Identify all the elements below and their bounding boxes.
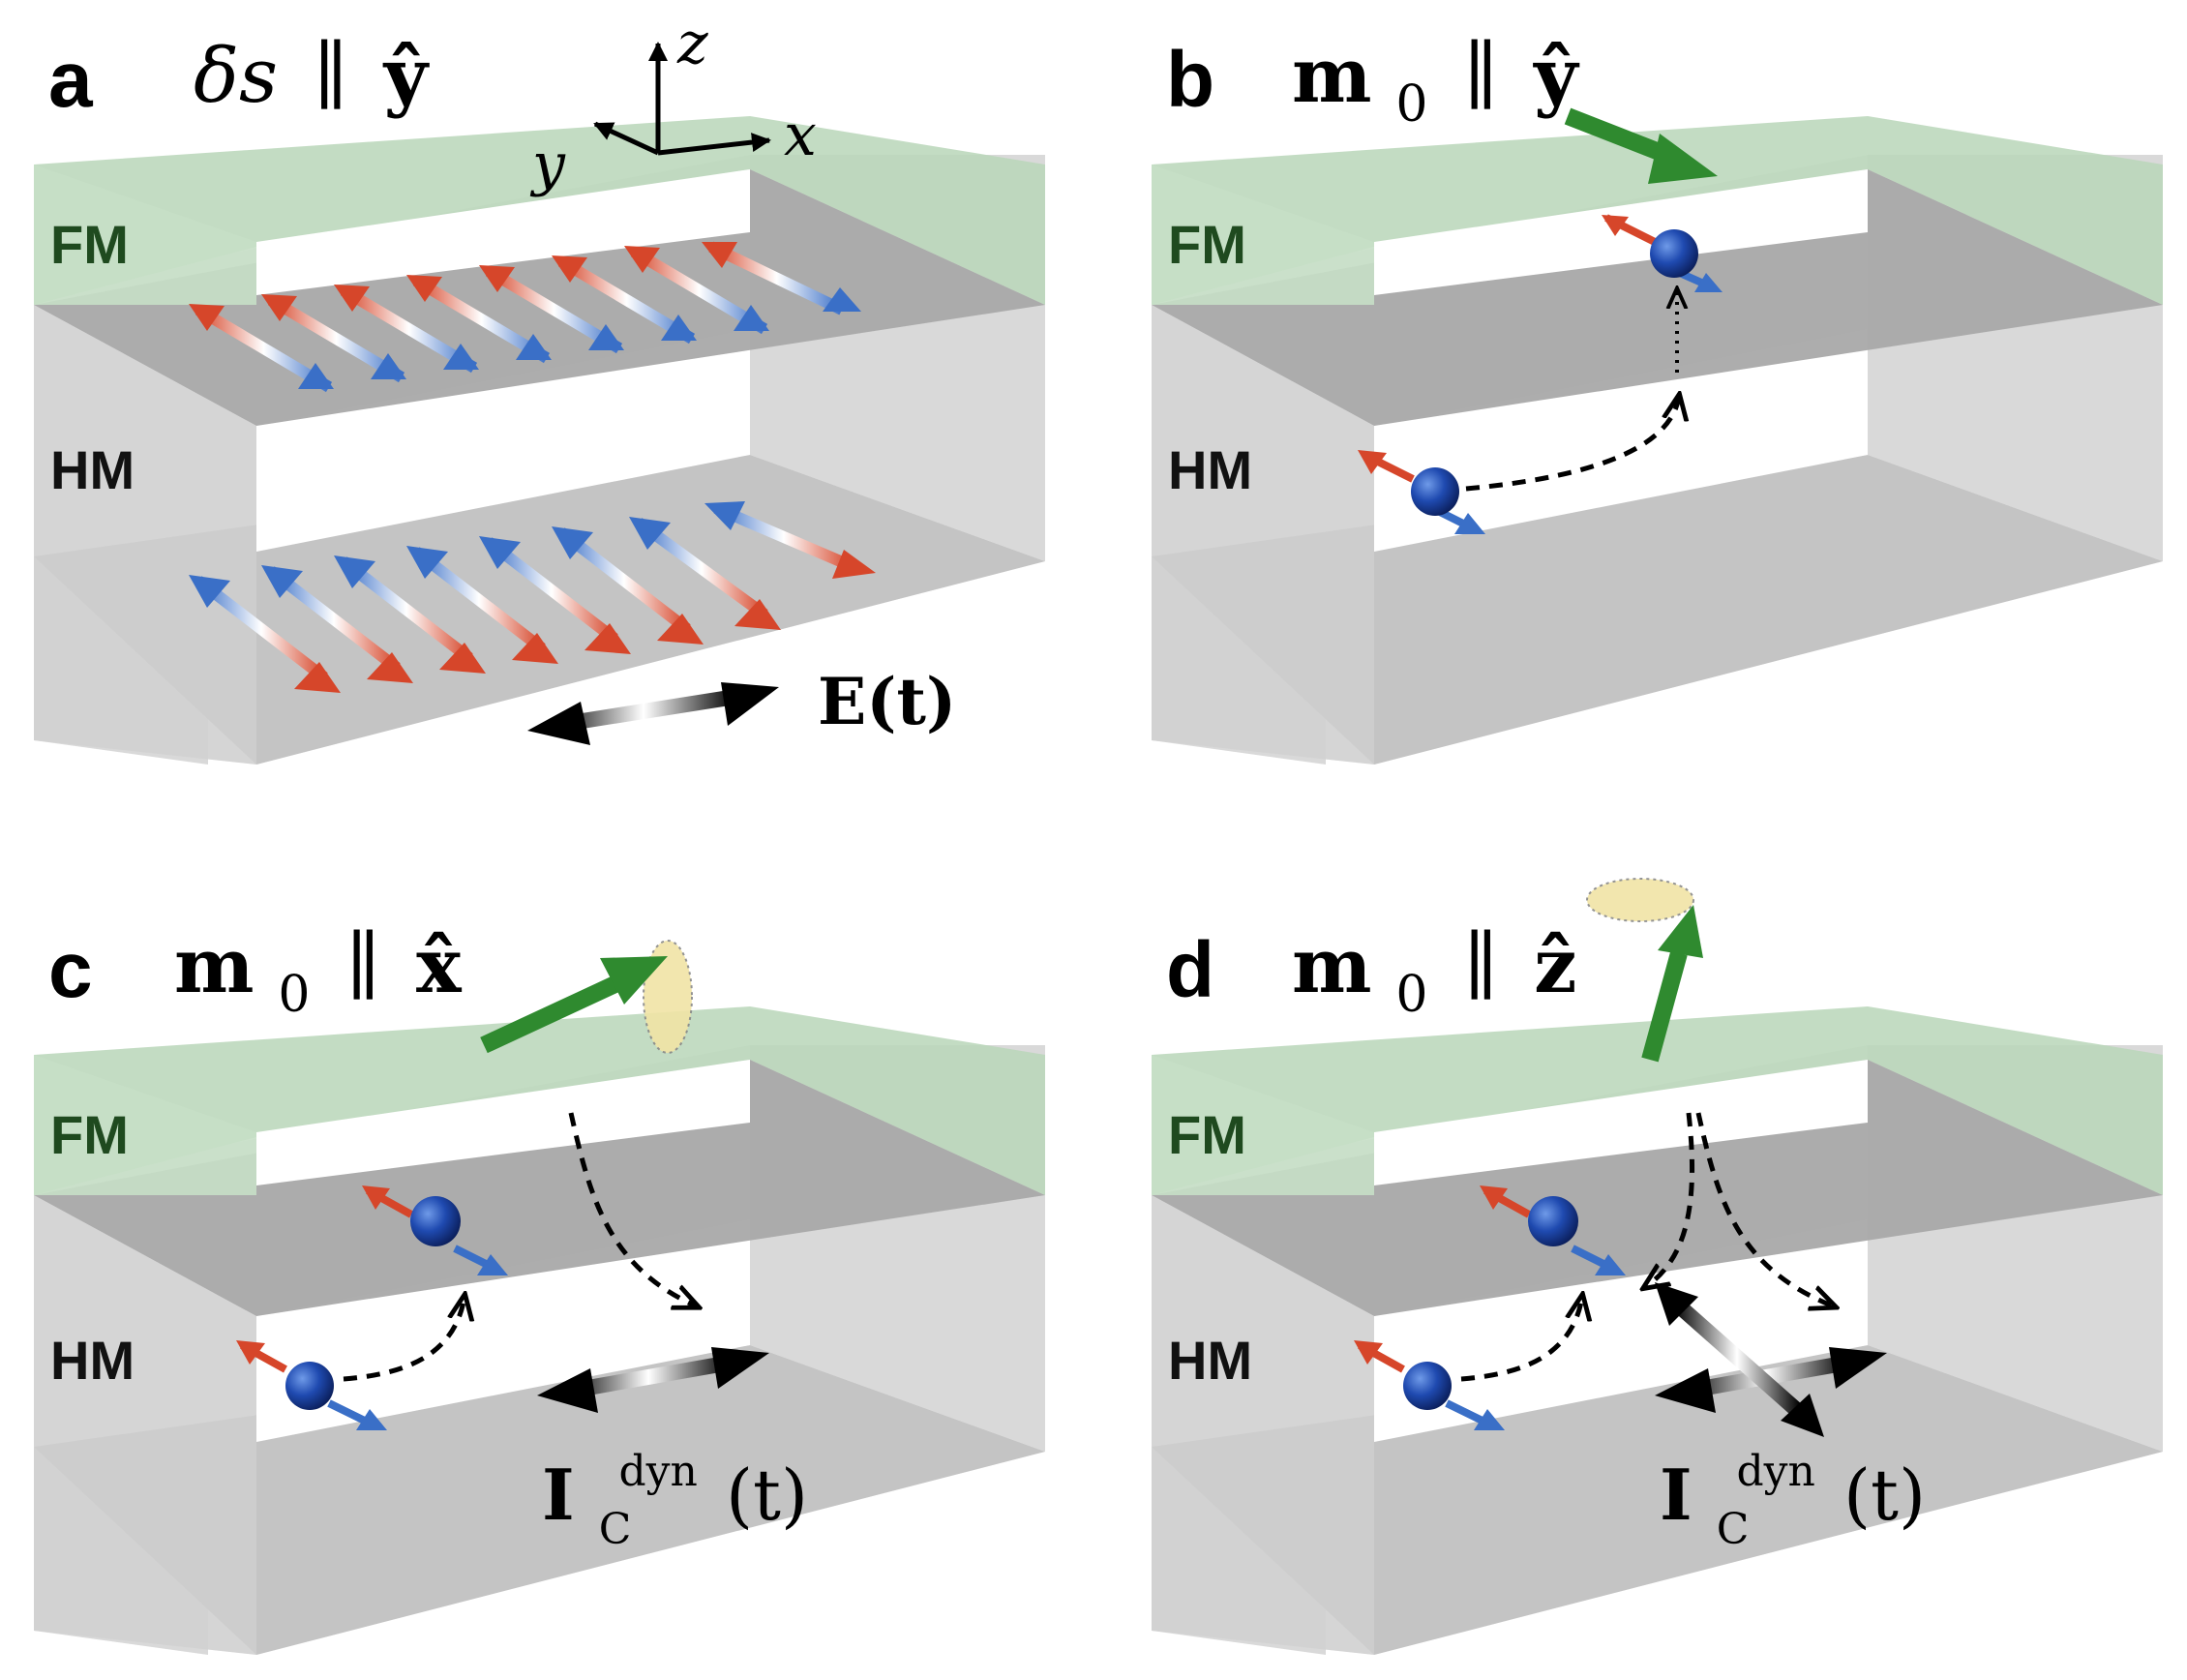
panel-title: m 0 ∥ ŷ [1292,32,1580,139]
title-relation: ∥ [1463,923,1498,1010]
hm-label: HM [1168,1330,1252,1391]
hm-label: HM [50,1330,135,1391]
spin-dipole [189,304,334,393]
fm-label: FM [50,1104,129,1165]
axis-x-label: x [784,102,817,169]
title-symbol: m [1292,922,1372,1010]
magnetization-arrow [480,956,668,1054]
current-arg: (t) [726,1455,808,1536]
electron-interface [1480,1185,1626,1275]
interface-spins-upper [189,241,861,393]
hm-label: HM [1168,439,1252,500]
title-relation: ∥ [314,33,348,120]
title-subscript: 0 [278,966,310,1024]
title-relation: ∥ [345,923,380,1010]
spin-dipole [704,501,876,579]
panel-title: δs ∥ ŷ [194,32,431,120]
diffusion-path [1465,397,1679,492]
spin-dipole [334,285,479,374]
title-symbol: δs [194,33,278,120]
panel-b: b m 0 ∥ ŷ FM HM [1152,32,2163,765]
spin-dipole [624,246,769,335]
hm-layer [34,1045,1045,1655]
fm-layer [34,1006,1045,1195]
fm-layer [1152,116,2163,305]
current-sub: C [1717,1505,1750,1554]
fm-layer [1152,1006,2163,1195]
title-direction: ẑ [1534,922,1576,1010]
title-symbol: m [174,922,255,1010]
spin-dipole [479,265,624,354]
title-direction: ŷ [382,32,431,120]
spin-dipole [479,536,631,654]
spin-dipole [406,546,558,664]
pumping-path [1695,1112,1834,1306]
current-sup: dyn [619,1447,698,1496]
hm-label: HM [50,439,135,500]
charge-current-arrow [537,1347,769,1413]
panel-letter: a [48,36,94,124]
magnetization-arrow [1641,905,1703,1063]
spin-dipole [552,526,704,645]
fm-label: FM [1168,214,1246,275]
electric-field-arrow [527,682,779,745]
field-label: E(t) [818,664,956,739]
current-sub: C [599,1505,632,1554]
title-relation: ∥ [1463,33,1498,120]
fm-label: FM [50,214,129,275]
current-base: I [1660,1454,1693,1536]
panel-c: I C dyn (t) c m 0 ∥ x̂ FM HM [34,922,1045,1655]
title-symbol: m [1292,32,1372,120]
hm-layer [1152,155,2163,765]
electron-bulk [236,1340,387,1430]
diffusion-path [1460,1297,1582,1382]
magnetization-arrow [1564,107,1718,184]
panel-title: m 0 ∥ x̂ [174,922,463,1030]
spin-dipole [406,275,552,364]
current-arg: (t) [1843,1455,1926,1536]
title-direction: ŷ [1532,32,1580,120]
diffusion-path [343,1297,464,1382]
panel-title: m 0 ∥ ẑ [1292,922,1576,1030]
fm-layer [34,116,1045,305]
spin-dipole [261,294,406,383]
axis-z-label: z [676,10,708,77]
panel-letter: b [1166,36,1214,124]
title-direction: x̂ [416,922,463,1010]
spin-dipole [261,565,413,683]
panel-letter: c [48,926,93,1014]
axis-y-label: y [529,131,566,198]
spin-dipole [189,575,341,693]
axes [593,42,771,156]
current-base: I [542,1454,575,1536]
title-subscript: 0 [1395,966,1427,1024]
electron-interface [1602,214,1723,292]
pumping-path [568,1112,697,1306]
current-label: I C dyn (t) [542,1420,808,1560]
pumping-path [1645,1112,1694,1287]
current-label: I C dyn (t) [1660,1420,1926,1560]
panel-letter: d [1166,926,1214,1014]
precession-cone [1586,878,1694,922]
spin-dipole [334,555,486,674]
electron-bulk [1358,450,1485,534]
interface-spins-lower [189,501,876,693]
charge-current-arrow [1655,1282,1824,1437]
spin-dipole [629,517,781,630]
panel-a: E(t) z x y a δs ∥ ŷ FM HM [34,10,1045,765]
title-subscript: 0 [1395,75,1427,134]
electron-bulk [1354,1340,1505,1430]
panel-d: I C dyn (t) d m 0 ∥ ẑ FM HM [1152,878,2163,1655]
current-sup: dyn [1737,1447,1815,1496]
spin-dipole [552,255,697,345]
fm-label: FM [1168,1104,1246,1165]
spin-dipole [702,241,861,315]
electron-interface [362,1185,508,1275]
